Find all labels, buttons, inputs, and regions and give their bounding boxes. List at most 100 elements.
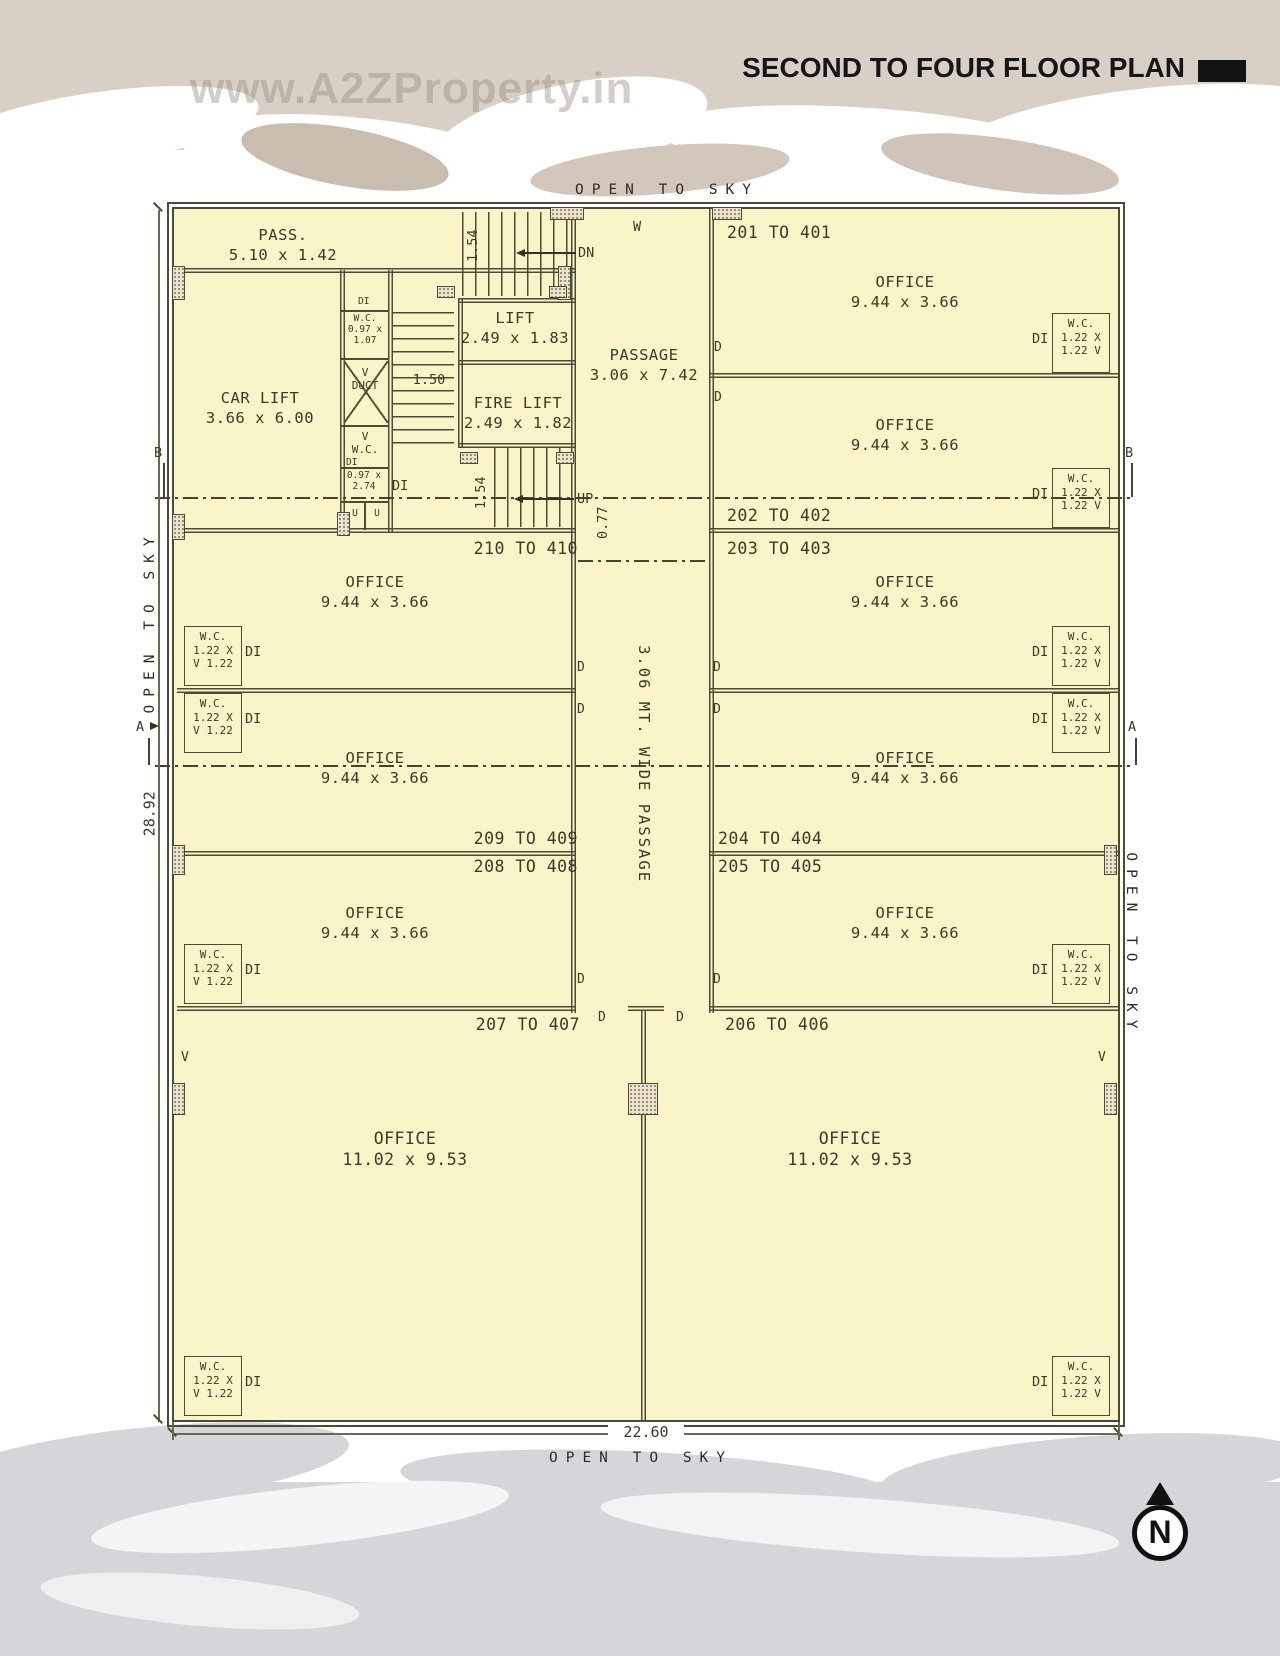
wall	[177, 528, 575, 533]
open-to-sky-top: OPEN TO SKY	[574, 182, 760, 198]
column	[549, 286, 567, 298]
column	[172, 514, 185, 540]
door-small-label: DI	[1032, 644, 1049, 660]
wall	[177, 1006, 576, 1011]
unit-range-202: 202 TO 402	[727, 506, 832, 525]
wall	[709, 851, 1118, 856]
stair-up-arrowhead	[514, 495, 523, 503]
extension-line	[1118, 1422, 1120, 1440]
room-shaft-wc: V W.C.	[351, 430, 379, 456]
door-label: D	[577, 702, 585, 717]
door-label: D	[714, 340, 722, 355]
north-arrow: N	[1132, 1505, 1188, 1561]
west-label: W	[633, 219, 642, 235]
column	[1104, 845, 1117, 875]
room-wc-top: W.C. 0.97 x 1.07	[347, 313, 383, 346]
door-label: D	[598, 1010, 606, 1025]
wc-shaft-dim: 0.97 x 2.74	[346, 470, 382, 492]
door-label: D	[713, 972, 721, 987]
unit-range-203: 203 TO 403	[727, 539, 832, 558]
wall	[709, 373, 1118, 378]
column	[172, 266, 185, 300]
section-b-right-line	[1131, 463, 1133, 497]
section-a-left: A	[136, 719, 145, 735]
column	[437, 286, 455, 298]
column	[1104, 1083, 1117, 1115]
wall	[364, 501, 366, 530]
room-passage: PASSAGE 3.06 x 7.42	[589, 346, 699, 385]
door-small-label: DI	[346, 457, 358, 468]
door-small-label: DI	[1032, 486, 1049, 502]
section-line-a	[155, 765, 1130, 767]
room-pass: PASS. 5.10 x 1.42	[228, 226, 338, 265]
dim-landing: 0.77	[595, 506, 612, 540]
room-wide-passage: 3.06 MT. WIDE PASSAGE	[635, 645, 654, 884]
unit-range-208: 208 TO 408	[473, 857, 578, 876]
stair-up-label: UP	[577, 491, 594, 507]
wall	[341, 310, 389, 312]
wall-passage-left	[571, 207, 576, 1013]
unit-range-210: 210 TO 410	[473, 539, 578, 558]
wall	[458, 360, 575, 365]
dim-stair-width: 1.50	[412, 372, 446, 388]
section-b-left-line	[163, 463, 165, 497]
door-small-label: DI	[245, 644, 262, 660]
room-car-lift: CAR LIFT 3.66 x 6.00	[205, 389, 315, 428]
open-to-sky-left: OPEN TO SKY	[142, 529, 159, 714]
wall	[177, 688, 576, 693]
door-small-label: DI	[1032, 331, 1049, 347]
door-small-label: DI	[1032, 1374, 1049, 1390]
column	[172, 1083, 185, 1115]
urinal-label: U	[374, 508, 380, 519]
dim-overall-width: 22.60	[608, 1423, 684, 1443]
door-small-label: DI	[358, 296, 370, 307]
unit-range-206: 206 TO 406	[725, 1015, 830, 1034]
landing-line	[578, 560, 708, 562]
room-fire-lift: FIRE LIFT 2.49 x 1.82	[463, 394, 573, 433]
open-to-sky-bottom: OPEN TO SKY	[548, 1450, 734, 1466]
door-small-label: DI	[245, 962, 262, 978]
door-small-label: DI	[1032, 962, 1049, 978]
plan-outline	[167, 202, 1125, 1427]
wall	[340, 270, 345, 532]
door-label: D	[714, 390, 722, 405]
wall	[709, 1006, 1118, 1011]
urinal-label: U	[352, 508, 358, 519]
unit-range-204: 204 TO 404	[718, 829, 823, 848]
section-b-left: B	[154, 445, 163, 461]
unit-range-201: 201 TO 401	[727, 223, 832, 242]
door-small-label: DI	[1032, 711, 1049, 727]
column	[712, 207, 742, 220]
wall	[709, 688, 1118, 693]
section-b-right: B	[1125, 445, 1134, 461]
wall	[709, 528, 1118, 533]
unit-range-205: 205 TO 405	[718, 857, 823, 876]
door-label: D	[713, 702, 721, 717]
section-a-left-line	[148, 738, 150, 765]
door-label: D	[577, 660, 585, 675]
wall	[341, 425, 389, 427]
stair-down-arrow	[524, 252, 576, 254]
title-accent-bar	[1198, 60, 1246, 82]
website-watermark: www.A2ZProperty.in	[190, 64, 634, 113]
dim-stair-top: 1.54	[465, 229, 482, 263]
stair-down-arrowhead	[516, 249, 525, 257]
extension-line	[172, 1422, 174, 1440]
column	[337, 512, 350, 536]
section-a-right: A	[1128, 719, 1137, 735]
